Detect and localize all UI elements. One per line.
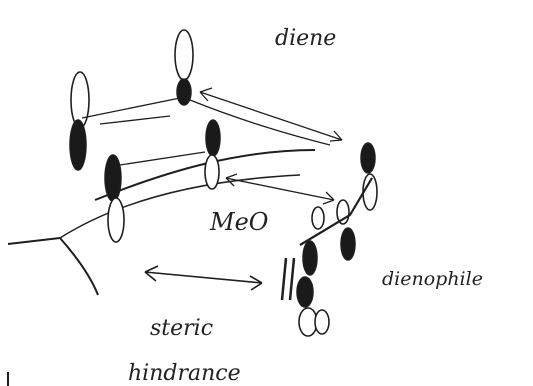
diene-overlap-line-top <box>81 97 181 119</box>
ring-backbone-lower <box>59 174 301 239</box>
diene-overlap-line-mid <box>99 115 171 125</box>
carbonyl-double-bond <box>280 257 296 301</box>
label-hindrance: hindrance <box>128 361 241 386</box>
ring-left-branch-a <box>7 237 61 245</box>
label-diene: diene <box>275 26 336 51</box>
ring-backbone-upper <box>94 149 316 201</box>
diene-orbital-1 <box>69 71 90 171</box>
steric-arrow <box>144 265 263 291</box>
ring-left-branch-b <box>59 237 99 296</box>
dienophile-orbital-1 <box>360 142 378 211</box>
label-dienophile: dienophile <box>382 268 483 290</box>
carbonyl-orbital <box>296 276 330 337</box>
diene-orbital-3 <box>174 29 194 106</box>
diene-orbital-2 <box>104 154 125 243</box>
interaction-arrow-top <box>189 87 343 146</box>
interaction-arrow-middle <box>225 173 335 205</box>
diene-orbital-4 <box>204 119 221 190</box>
label-methoxy: MeO <box>209 208 269 236</box>
dienophile-orbital-3 <box>302 206 325 276</box>
label-steric: steric <box>150 316 213 341</box>
dienophile-bond <box>299 177 373 246</box>
diene-overlap-line-lower <box>119 151 206 166</box>
